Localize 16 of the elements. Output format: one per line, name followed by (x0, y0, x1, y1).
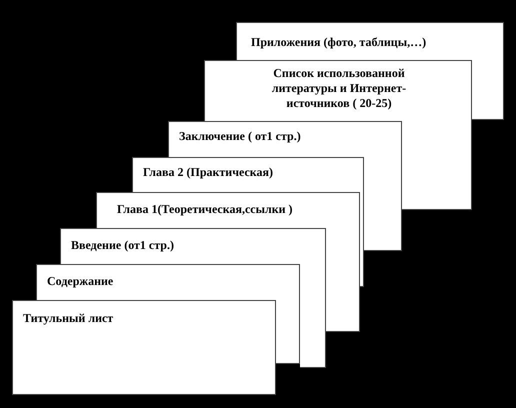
section-title: Содержание (47, 274, 114, 289)
section-title: Глава 1(Теоретическая,ссылки ) (117, 202, 294, 217)
page-card (236, 22, 504, 61)
page-card (204, 60, 472, 122)
page-card (96, 192, 360, 229)
page-card (12, 300, 276, 395)
section-title: Список использованной литературы и Интернет-источников ( 20-25) (270, 66, 408, 111)
section-title: Титульный лист (23, 311, 114, 326)
page-card (168, 121, 402, 158)
page-card (60, 228, 326, 265)
section-title: Глава 2 (Практическая) (143, 165, 274, 180)
section-title: Введение (от1 стр.) (71, 238, 175, 253)
section-title: Приложения (фото, таблицы,…) (251, 35, 428, 50)
section-title: Заключение ( от1 стр.) (179, 129, 302, 144)
page-card (36, 264, 300, 301)
page-card (132, 157, 364, 193)
